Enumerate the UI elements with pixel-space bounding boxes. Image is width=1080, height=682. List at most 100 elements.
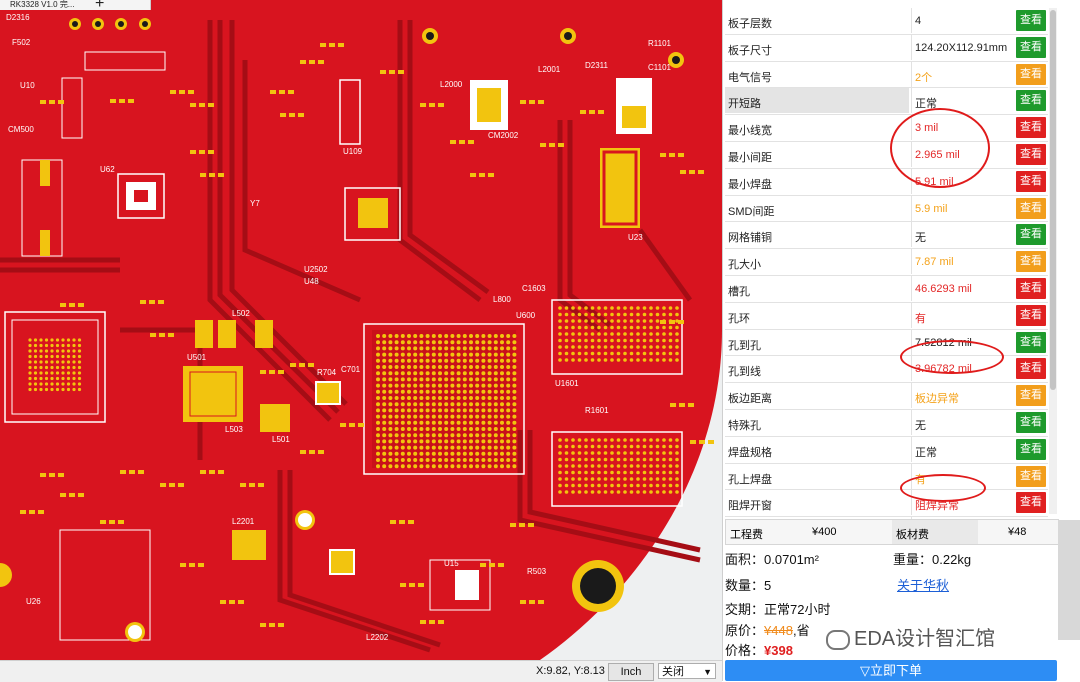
view-button[interactable]: 查看 (1016, 63, 1046, 85)
ball-pad (493, 383, 498, 388)
smd-pad (49, 473, 55, 477)
pcb-board-render[interactable]: D2316 F502 U10 CM500 U62 Y7 U109 U2502 U… (0, 0, 722, 660)
ball-pad (400, 352, 405, 357)
ball-pad (388, 464, 393, 469)
panel-scrollbar[interactable] (1049, 8, 1057, 514)
view-button[interactable]: 查看 (1016, 358, 1046, 380)
smd-pad (429, 620, 435, 624)
ball-pad (481, 358, 486, 363)
add-tab-icon[interactable]: + (95, 0, 105, 12)
ball-pad (629, 338, 634, 343)
ball-pad (407, 377, 411, 382)
view-button[interactable]: 查看 (1016, 331, 1046, 353)
ball-pad (400, 396, 405, 400)
ball-pad (376, 445, 380, 450)
ball-pad (407, 334, 411, 338)
ball-pad (564, 451, 569, 455)
ball-pad (610, 451, 614, 455)
ball-pad (400, 365, 405, 369)
ball-pad (564, 325, 569, 330)
ball-pad (564, 444, 569, 449)
ball-pad (487, 371, 492, 376)
smd-pad (260, 370, 266, 374)
view-button[interactable]: 查看 (1016, 224, 1046, 246)
ball-pad (668, 451, 673, 455)
ball-pad (500, 352, 504, 357)
view-button[interactable]: 查看 (1016, 251, 1046, 273)
smd-pad (309, 60, 315, 64)
ball-pad (642, 438, 647, 442)
ball-pad (44, 382, 49, 386)
ball-pad (394, 402, 399, 407)
ball-pad (382, 464, 387, 469)
view-button[interactable]: 查看 (1016, 411, 1046, 433)
view-button[interactable]: 查看 (1016, 465, 1046, 487)
scrollbar-thumb[interactable] (1050, 10, 1056, 390)
ball-pad (39, 371, 43, 375)
view-button[interactable]: 查看 (1016, 385, 1046, 407)
ball-pad (475, 352, 480, 357)
view-button[interactable]: 查看 (1016, 438, 1046, 460)
view-button[interactable]: 查看 (1016, 90, 1046, 112)
ball-pad (394, 414, 399, 419)
ball-pad (590, 338, 595, 343)
ball-pad (400, 439, 405, 444)
ball-pad (33, 343, 38, 348)
ball-pad (66, 343, 71, 348)
ball-pad (407, 464, 411, 469)
view-button[interactable]: 查看 (1016, 170, 1046, 192)
ball-pad (655, 351, 660, 356)
smd-pad (679, 403, 685, 407)
ball-pad (597, 338, 601, 343)
ball-pad (623, 312, 627, 317)
ball-pad (616, 319, 621, 323)
ball-pad (493, 464, 498, 469)
ball-pad (649, 338, 653, 343)
ball-pad (50, 387, 54, 392)
ball-pad (419, 458, 424, 462)
check-value: 4 (915, 15, 922, 27)
view-button[interactable]: 查看 (1016, 304, 1046, 326)
view-button[interactable]: 查看 (1016, 36, 1046, 58)
smd-pad (420, 620, 426, 624)
view-button[interactable]: 查看 (1016, 143, 1046, 165)
order-now-button[interactable]: ▽立即下单 (725, 660, 1057, 681)
about-link[interactable]: 关于华秋 (897, 578, 950, 593)
smd-pad (218, 173, 224, 177)
ball-pad (623, 319, 627, 323)
ball-pad (662, 351, 666, 356)
ball-pad (376, 377, 380, 382)
view-button[interactable]: 查看 (1016, 197, 1046, 219)
ball-pad (558, 477, 562, 481)
ball-pad (603, 451, 608, 455)
smd-pad (260, 623, 266, 627)
unit-toggle-button[interactable]: Inch (608, 663, 654, 681)
view-button[interactable]: 查看 (1016, 492, 1046, 514)
view-button[interactable]: 查看 (1016, 117, 1046, 139)
ball-pad (564, 332, 569, 336)
ball-pad (675, 345, 679, 349)
ball-pad (66, 360, 71, 364)
smd-pad (69, 493, 75, 497)
check-name: SMD间距 (728, 205, 775, 218)
ball-pad (616, 490, 621, 494)
smd-pad (549, 143, 555, 147)
ball-pad (431, 445, 436, 450)
close-select[interactable]: 关闭▼ (658, 663, 716, 679)
ball-pad (481, 408, 486, 413)
ball-pad (462, 389, 467, 394)
document-tab[interactable]: RK3328 V1.0 完... (0, 0, 151, 10)
smd-pad (660, 320, 666, 324)
view-button[interactable]: 查看 (1016, 10, 1046, 31)
ball-pad (590, 457, 595, 462)
smd-pad (678, 320, 684, 324)
check-value: 5.91 mil (915, 175, 954, 188)
ball-pad (475, 464, 480, 469)
smd-pad (510, 523, 516, 527)
ball-pad (39, 387, 43, 392)
ball-pad (413, 365, 418, 369)
view-button[interactable]: 查看 (1016, 277, 1046, 299)
ball-pad (425, 458, 430, 462)
pcb-canvas[interactable]: D2316 F502 U10 CM500 U62 Y7 U109 U2502 U… (0, 0, 722, 660)
